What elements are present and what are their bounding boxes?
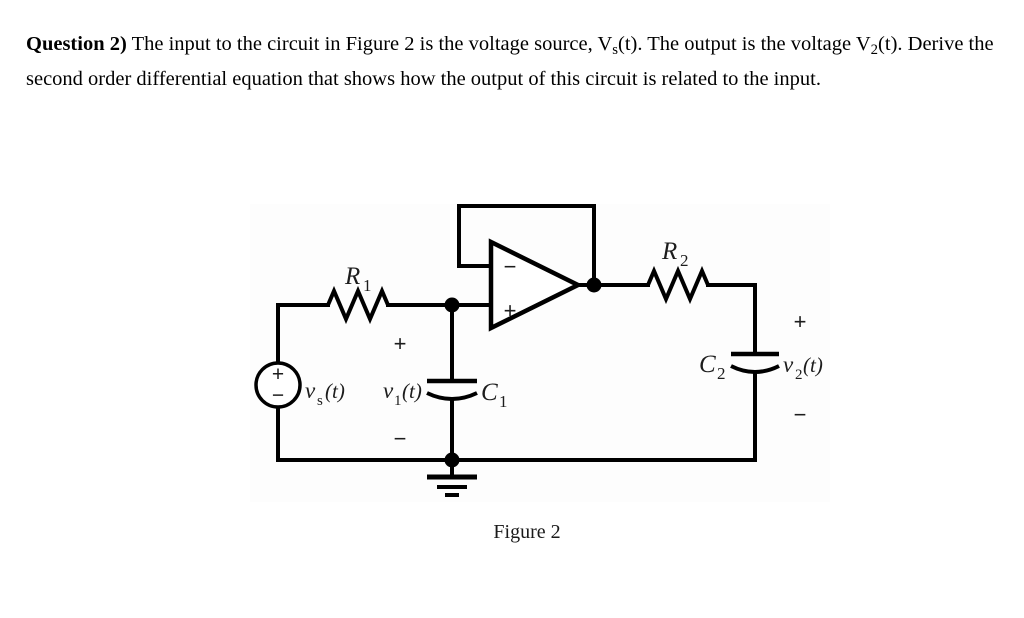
voltage-source-label-arg: (t) <box>325 379 345 403</box>
figure-caption-text: Figure 2 <box>493 521 561 543</box>
capacitor-c1-subscript: 1 <box>499 392 508 411</box>
capacitor-c1-voltage-arg: (t) <box>402 379 422 403</box>
capacitor-c1-plus-polarity: + <box>394 331 407 356</box>
op-amp-triangle <box>488 238 584 332</box>
capacitor-c2-minus-polarity: − <box>794 402 807 427</box>
resistor-r1-label: R <box>344 263 360 290</box>
question-label: Question 2) <box>26 33 127 55</box>
question-text-block: Question 2) The input to the circuit in … <box>26 30 1004 94</box>
resistor-r2-body <box>646 265 710 305</box>
capacitor-c2-voltage-arg: (t) <box>803 353 823 377</box>
question-text-part3: (t). Derive the second order differentia… <box>26 33 994 91</box>
capacitor-c2-subscript: 2 <box>717 364 726 383</box>
question-text-part2: (t). The output is the voltage <box>618 33 852 55</box>
capacitor-c2-plus-polarity: + <box>794 309 807 334</box>
capacitor-c2-bottom-plate <box>730 364 780 374</box>
capacitor-c1-minus-polarity: − <box>394 426 407 451</box>
circuit-wires <box>276 204 757 479</box>
capacitor-c2-voltage-subscript: 2 <box>795 367 803 383</box>
question-subscript-2: 2 <box>870 42 879 59</box>
voltage-source-plus-sign: + <box>272 363 284 386</box>
op-amp-inverting-sign: − <box>504 254 517 279</box>
question-text-part4: the input. <box>743 68 821 91</box>
question-output-symbol: V <box>855 33 871 55</box>
capacitor-c2-label: C <box>699 351 716 378</box>
voltage-source-label-v: v <box>305 378 316 403</box>
question-subscript-s: s <box>612 42 619 59</box>
op-amp: − + <box>488 238 584 332</box>
junction-dot-node-v1 <box>444 297 460 313</box>
resistor-r1-subscript: 1 <box>363 276 372 295</box>
circuit-junction-dots <box>444 277 602 468</box>
capacitor-c1-label: C <box>481 379 498 406</box>
question-text-part1: The input to the circuit in Figure 2 is … <box>131 33 613 55</box>
capacitor-c1-voltage-subscript: 1 <box>394 393 402 409</box>
capacitor-c2-voltage-v: v <box>783 352 794 377</box>
junction-dot-op-amp-output <box>586 277 602 293</box>
figure-caption: Figure 2 <box>0 521 1024 544</box>
voltage-source-circle <box>254 361 302 409</box>
voltage-source-minus-sign: − <box>272 384 284 407</box>
resistor-r2: R 2 <box>646 238 710 305</box>
capacitor-c2: C 2 + − v 2 (t) <box>699 309 823 427</box>
resistor-r2-subscript: 2 <box>680 251 689 270</box>
capacitor-c1-voltage-v: v <box>383 378 394 403</box>
resistor-r2-label: R <box>661 238 677 265</box>
capacitor-c1: C 1 + − v 1 (t) <box>383 331 508 451</box>
voltage-source-vs: + − v s (t) <box>254 361 345 409</box>
junction-dot-ground <box>444 452 460 468</box>
figure-background-panel <box>250 204 830 502</box>
capacitor-c1-bottom-plate <box>426 391 478 401</box>
op-amp-noninverting-sign: + <box>504 298 517 323</box>
resistor-r1: R 1 <box>326 263 390 325</box>
wire-feedback-loop <box>457 204 596 287</box>
resistor-r1-body <box>326 285 390 325</box>
ground-symbol <box>427 474 477 497</box>
voltage-source-label-subscript: s <box>317 393 323 409</box>
